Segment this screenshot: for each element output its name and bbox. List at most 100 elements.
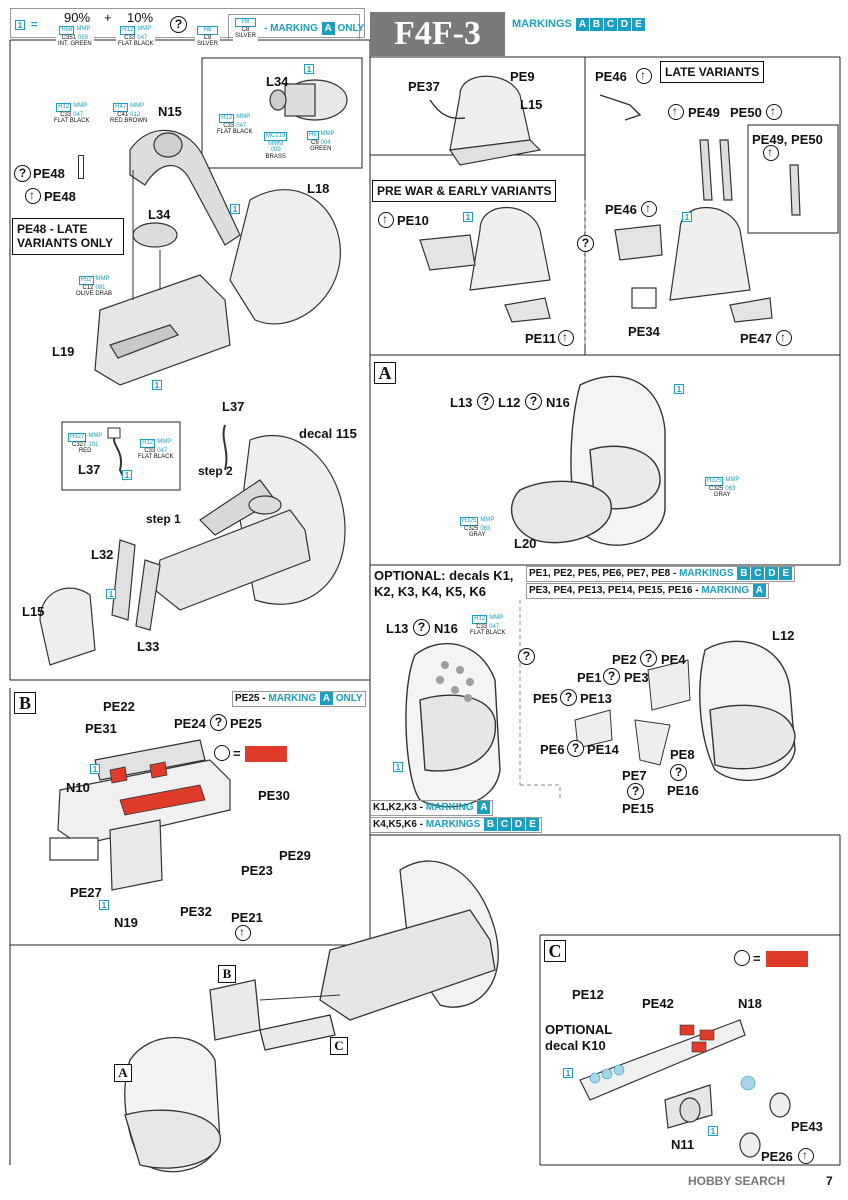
label-PE50: PE50 — [730, 105, 762, 120]
label-PE47: PE47 — [740, 331, 772, 346]
bend-icon — [558, 330, 574, 346]
pe48-late-note: PE48 - LATE VARIANTS ONLY — [12, 218, 124, 255]
mix-equals: = — [31, 19, 38, 31]
paint-equals: = — [753, 951, 761, 966]
label-L15: L15 — [22, 604, 45, 619]
label-PE31: PE31 — [85, 721, 117, 736]
part-qty-badge: 1 — [90, 764, 100, 774]
label-PE9: PE9 — [510, 69, 535, 84]
label-L12: L12 — [498, 395, 521, 410]
page-number: 7 — [826, 1174, 833, 1188]
k1-k3-marking: K1,K2,K3 - MARKING A — [370, 800, 494, 816]
question-icon: ? — [577, 235, 594, 252]
question-icon: ? — [603, 668, 620, 685]
question-icon: ? — [670, 764, 687, 781]
ref-b-marker: B — [218, 965, 236, 983]
label-PE48-b: PE48 — [44, 189, 76, 204]
label-PE4: PE4 — [661, 652, 686, 667]
label-N11: N11 — [671, 1137, 695, 1152]
bend-icon — [798, 1148, 814, 1164]
label-L32: L32 — [91, 547, 114, 562]
label-PE27: PE27 — [70, 885, 102, 900]
section-a-marker: A — [374, 362, 396, 384]
label-PE13: PE13 — [580, 691, 612, 706]
section-c-marker: C — [544, 940, 566, 962]
label-PE10: PE10 — [397, 213, 429, 228]
label-PE37: PE37 — [408, 79, 440, 94]
part-qty-badge: 1 — [230, 204, 240, 214]
label-L34-inset: L34 — [266, 74, 289, 89]
label-N19: N19 — [114, 915, 138, 930]
late-variants-header: LATE VARIANTS — [660, 61, 765, 84]
bend-icon — [776, 330, 792, 346]
label-PE34: PE34 — [628, 324, 660, 339]
label-PE32: PE32 — [180, 904, 212, 919]
label-PE16: PE16 — [667, 783, 699, 798]
paint-icon — [734, 950, 750, 966]
section-b-marker: B — [14, 692, 36, 714]
question-icon: ? — [640, 650, 657, 667]
l34-brass: MC219 MMM 009 BRASS — [262, 131, 290, 162]
part-qty-badge: 1 — [682, 212, 692, 222]
label-PE42: PE42 — [642, 996, 674, 1011]
label-L13-opt: L13 — [386, 621, 409, 636]
label-PE15: PE15 — [622, 801, 654, 816]
label-PE49-PE50: PE49, PE50 — [752, 132, 823, 147]
pre-war-header: PRE WAR & EARLY VARIANTS — [372, 180, 557, 203]
label-L18: L18 — [307, 181, 330, 196]
silver-color: H8 C8 SILVER — [195, 25, 220, 49]
bend-icon — [235, 925, 251, 941]
mix-number-badge: 1 — [15, 20, 25, 30]
label-PE48-a: PE48 — [33, 166, 65, 181]
question-icon: ? — [627, 783, 644, 800]
label-PE25: PE25 — [230, 716, 262, 731]
red-color-swatch — [766, 951, 808, 967]
mix-question-icon: ? — [170, 16, 187, 33]
ref-a-marker: A — [114, 1064, 132, 1082]
label-PE7: PE7 — [622, 768, 647, 783]
label-PE3: PE3 — [624, 670, 649, 685]
label-N18: N18 — [738, 996, 762, 1011]
label-PE46: PE46 — [605, 202, 637, 217]
mix-percent-a: 90% — [64, 10, 91, 25]
question-icon: ? — [14, 165, 31, 182]
label-L34: L34 — [148, 207, 171, 222]
bend-icon — [763, 145, 779, 161]
label-L20: L20 — [514, 536, 537, 551]
label-N10: N10 — [66, 780, 90, 795]
label-L33: L33 — [137, 639, 160, 654]
label-L19: L19 — [52, 344, 75, 359]
mix-plus: + — [104, 10, 112, 25]
label-PE21: PE21 — [231, 910, 263, 925]
part-qty-badge: 1 — [304, 64, 314, 74]
part-qty-badge: 1 — [152, 380, 162, 390]
label-step-2: step 2 — [198, 464, 233, 478]
bend-icon — [641, 201, 657, 217]
pe3-group-markings: PE3, PE4, PE13, PE14, PE15, PE16 - MARKI… — [526, 583, 769, 599]
question-icon: ? — [518, 648, 535, 665]
label-PE26: PE26 — [761, 1149, 793, 1164]
paint-equals: = — [233, 746, 241, 761]
watermark: HOBBY SEARCH — [688, 1174, 786, 1188]
silver-color-marking: H8 C8 SILVER — [233, 17, 258, 41]
label-L13: L13 — [450, 395, 473, 410]
question-icon: ? — [210, 714, 227, 731]
part-qty-badge: 1 — [393, 762, 403, 772]
label-PE23: PE23 — [241, 863, 273, 878]
header-mix-box — [10, 8, 365, 38]
part-qty-badge: 1 — [563, 1068, 573, 1078]
bend-icon — [25, 188, 41, 204]
page-title: F4F-3 — [370, 12, 505, 56]
question-icon: ? — [560, 689, 577, 706]
label-PE43: PE43 — [791, 1119, 823, 1134]
ref-c-marker: C — [330, 1037, 348, 1055]
question-icon: ? — [525, 393, 542, 410]
paint-icon — [214, 745, 230, 761]
